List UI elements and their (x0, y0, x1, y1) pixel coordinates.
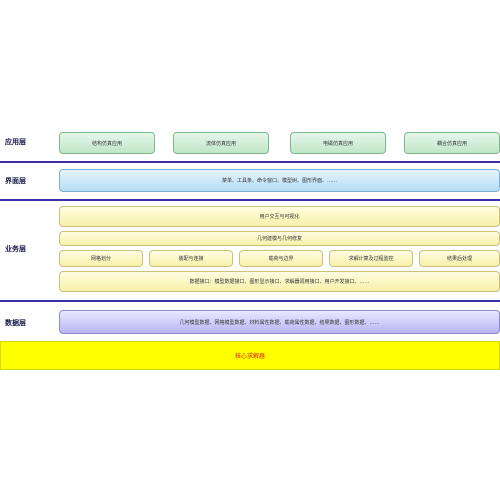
module-meshing-box: 网格划分 (59, 250, 143, 267)
layer-label-interface: 界面层 (5, 177, 26, 185)
core-solver-box: 核心求解器 (0, 341, 500, 370)
interface-layer-box: 菜单、工具条、命令窗口、模型树、图形界面、…… (59, 169, 500, 192)
data-interface-box: 数据接口：模型数据接口、图形显示接口、求解器调用接口、用户开发接口、…… (59, 271, 500, 292)
app-structural-sim-box: 结构仿真应用 (59, 132, 155, 154)
app-fluid-sim-box: 流体仿真应用 (173, 132, 269, 154)
layer-label-application: 应用层 (5, 138, 26, 146)
layer-label-data: 数据层 (5, 319, 26, 327)
module-solve-monitor-box: 求解计算及过程监控 (329, 250, 413, 267)
module-postprocessing-box: 结果后处理 (419, 250, 500, 267)
geometry-modeling-repair-box: 几何建模与几何修复 (59, 231, 500, 246)
app-em-sim-box: 电磁仿真应用 (290, 132, 386, 154)
layer-label-business: 业务层 (5, 245, 26, 253)
separator-1 (0, 161, 500, 163)
data-layer-box: 几何模型数据、网格模型数据、材料属性数据、载荷属性数据、结果数据、图形数据、…… (59, 310, 500, 334)
separator-3 (0, 300, 500, 302)
module-assembly-box: 装配与连接 (149, 250, 233, 267)
module-loads-boundary-box: 载荷与边界 (239, 250, 323, 267)
separator-2 (0, 199, 500, 201)
app-coupled-sim-box: 耦合仿真应用 (404, 132, 500, 154)
user-interaction-visualization-box: 用户交互与可视化 (59, 206, 500, 227)
